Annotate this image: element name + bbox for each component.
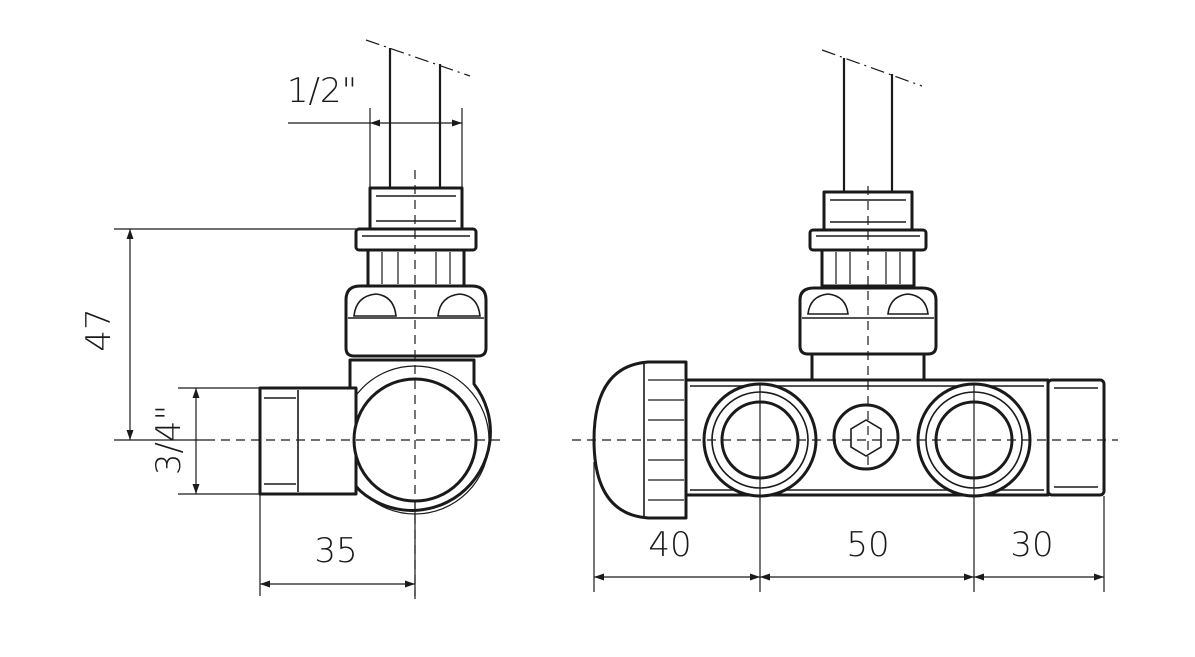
inlet-thread-stub (258, 386, 358, 496)
dimension-chain-front: 40 50 30 (593, 384, 1105, 592)
pipe-break-line (365, 39, 471, 77)
bypass-hex-socket (850, 419, 882, 457)
side-view (206, 39, 500, 600)
collar-ring (354, 227, 478, 252)
dimension-inlet-thread: 3/4" (149, 387, 260, 495)
dimension-pipe-thread: 1/2" (287, 71, 463, 188)
dimension-height: 47 (79, 228, 356, 441)
dimension-label-right-segment: 30 (1010, 525, 1053, 565)
dimension-label-inlet-thread: 3/4" (149, 405, 189, 475)
dimension-label-height: 47 (79, 308, 119, 351)
bypass-screw-boss (832, 403, 900, 471)
dimension-side-depth: 35 (259, 494, 416, 596)
coupling-nut (344, 284, 488, 358)
dimension-label-left-segment: 40 (648, 525, 691, 565)
pipe-break-line-front (821, 49, 923, 87)
top-nut (368, 186, 464, 231)
end-cap (1046, 378, 1106, 497)
dimension-label-pipe-thread: 1/2" (287, 71, 357, 111)
front-view (572, 49, 1118, 520)
dimension-label-side-depth: 35 (314, 531, 357, 571)
dimension-label-middle-segment: 50 (846, 525, 889, 565)
neck (366, 248, 466, 288)
